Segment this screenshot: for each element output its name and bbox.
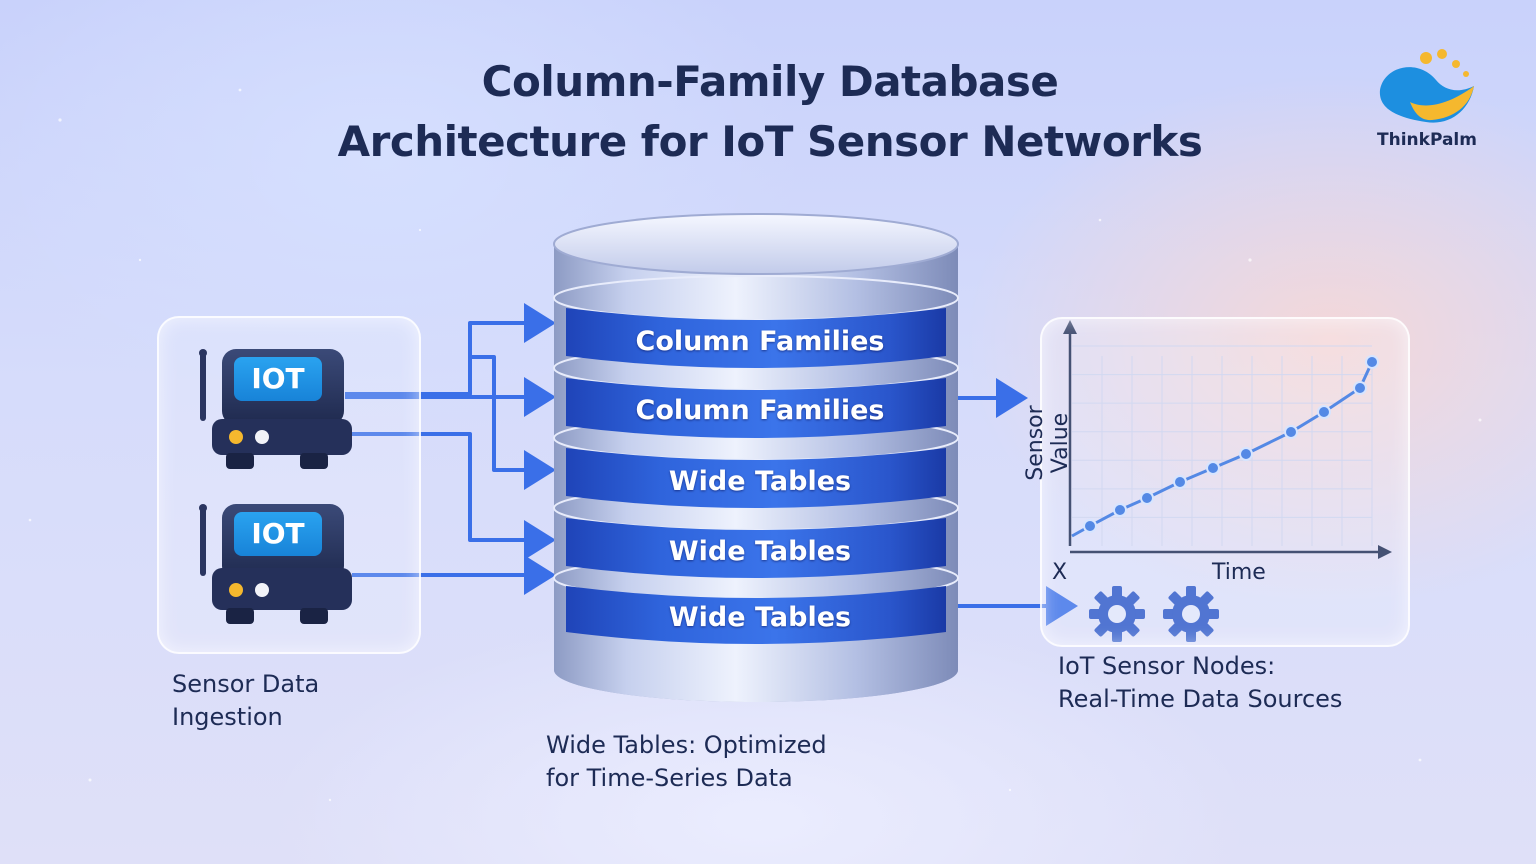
layer-label-4: Wide Tables	[668, 536, 852, 567]
page-title: Column-Family Database Architecture for …	[280, 52, 1260, 172]
data-point	[1239, 447, 1253, 461]
x-axis-arrowhead	[1378, 545, 1392, 559]
wide-tables-caption: Wide Tables: Optimized for Time-Series D…	[546, 729, 827, 795]
data-point	[1206, 461, 1220, 475]
layer-label-3: Wide Tables	[668, 466, 852, 497]
iot-router-icon: IOT	[196, 500, 356, 630]
database-bands	[566, 308, 946, 644]
ingestion-arrows	[345, 303, 1078, 626]
database-cylinder	[553, 213, 959, 702]
gear-icon	[1089, 586, 1145, 642]
sparkle-field	[28, 88, 1482, 802]
ingestion-caption: Sensor Data Ingestion	[172, 668, 319, 734]
gear-icon	[1163, 586, 1219, 642]
layer-label-5: Wide Tables	[668, 602, 852, 633]
title-line-1: Column-Family Database	[481, 57, 1059, 106]
data-point	[1365, 355, 1379, 369]
wide-tables-caption-line-2: for Time-Series Data	[546, 764, 793, 792]
arrow-branch-to-layer3	[470, 355, 556, 490]
title-line-2: Architecture for IoT Sensor Networks	[337, 117, 1203, 166]
data-point	[1353, 381, 1367, 395]
data-point	[1173, 475, 1187, 489]
axis-origin-label: X	[1052, 560, 1068, 585]
data-point	[1140, 491, 1154, 505]
ingestion-caption-line-2: Ingestion	[172, 703, 283, 731]
database-layer-3	[566, 448, 946, 508]
nodes-caption: IoT Sensor Nodes: Real-Time Data Sources	[1058, 650, 1342, 716]
database-layer-1	[566, 308, 946, 368]
database-layer-4	[566, 518, 946, 578]
sensor-chart	[1063, 320, 1392, 559]
nodes-caption-line-2: Real-Time Data Sources	[1058, 685, 1343, 713]
iot-router-icon: IOT	[196, 345, 356, 475]
wave-sun-logo	[1379, 49, 1474, 123]
wide-tables-caption-line-1: Wide Tables: Optimized	[546, 731, 827, 759]
ingestion-caption-line-1: Sensor Data	[172, 670, 320, 698]
y-axis-arrowhead	[1063, 320, 1077, 334]
y-axis-label: Sensor Value	[1023, 405, 1073, 481]
layer-label-1: Column Families	[635, 326, 885, 357]
chart-grid	[1072, 345, 1373, 546]
iot-device-label: IOT	[234, 357, 322, 401]
arrow-device1-to-layer4	[352, 432, 556, 560]
nodes-caption-line-1: IoT Sensor Nodes:	[1058, 652, 1276, 680]
x-axis-label: Time	[1212, 560, 1266, 585]
iot-device-label: IOT	[234, 512, 322, 556]
database-layer-2	[566, 378, 946, 438]
chart-panel	[1040, 317, 1410, 647]
data-point	[1284, 425, 1298, 439]
data-point	[1113, 503, 1127, 517]
brand-name: ThinkPalm	[1377, 130, 1477, 150]
database-layer-5	[566, 586, 946, 644]
data-point	[1317, 405, 1331, 419]
series-points	[1083, 355, 1379, 533]
layer-label-2: Column Families	[635, 395, 885, 426]
data-point	[1083, 519, 1097, 533]
